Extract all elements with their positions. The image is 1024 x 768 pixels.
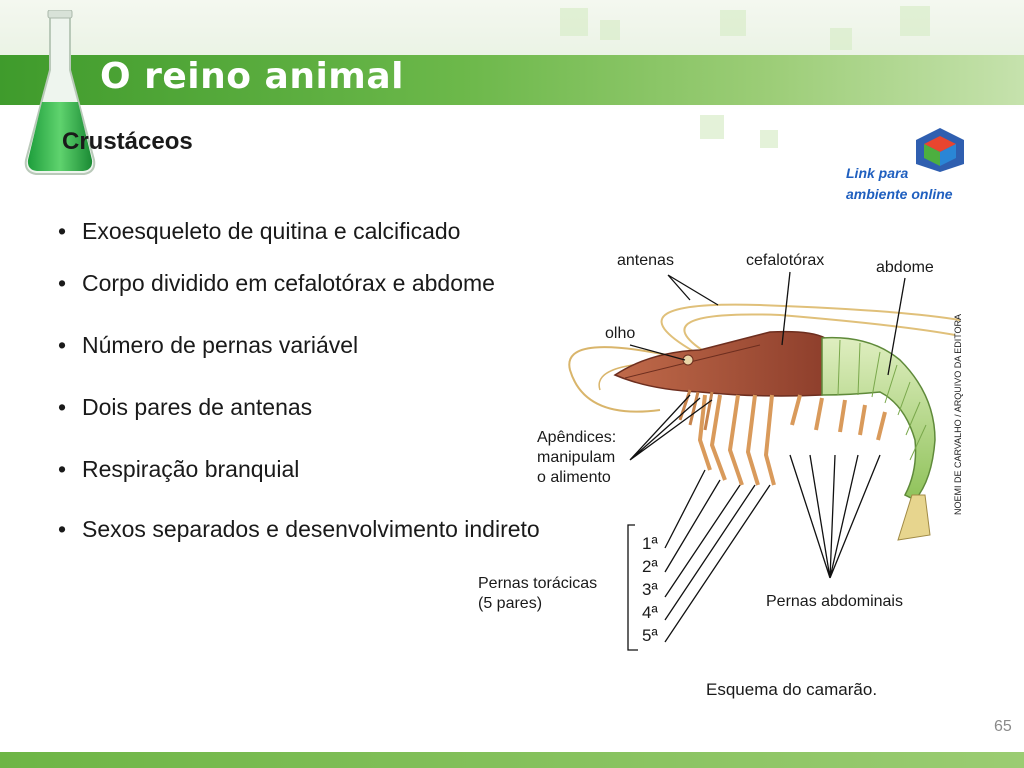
label-pernas-toracicas: Pernas torácicas (5 pares) — [478, 574, 597, 614]
label-pernas-abdominais: Pernas abdominais — [766, 593, 903, 610]
bullet-item: •Dois pares de antenas — [58, 394, 313, 420]
title-bar — [0, 55, 1024, 105]
label-apendices-line2: manipulam — [537, 449, 616, 466]
bullet-item: •Respiração branquial — [58, 456, 300, 482]
footer-bar — [0, 752, 1024, 768]
image-credit: NOEMI DE CARVALHO / ARQUIVO DA EDITORA — [953, 313, 963, 515]
decor-square — [720, 10, 746, 36]
ordinal-label: 5ª — [642, 626, 658, 645]
bullet-item: •Sexos separados e desenvolvimento indir… — [58, 516, 540, 542]
figure-caption: Esquema do camarão. — [706, 680, 878, 699]
online-link-line1[interactable]: Link para — [846, 165, 909, 181]
label-antenas: antenas — [617, 252, 674, 269]
label-abdome: abdome — [876, 259, 934, 276]
label-olho: olho — [605, 325, 636, 342]
label-apendices-line1: Apêndices: — [537, 429, 617, 446]
section-subtitle: Crustáceos — [62, 128, 193, 155]
flask-icon — [24, 10, 96, 175]
bullet-item: •Número de pernas variável — [58, 332, 359, 358]
bullet-item: •Corpo dividido em cefalotórax e abdome — [58, 270, 495, 296]
online-link[interactable]: Link para ambiente online — [846, 163, 953, 205]
page-number: 65 — [994, 718, 1012, 735]
cube-icon[interactable] — [914, 126, 966, 174]
page-title: O reino animal — [100, 56, 404, 97]
decor-square — [560, 8, 588, 36]
decor-square — [900, 6, 930, 36]
decor-square — [830, 28, 852, 50]
online-link-line2[interactable]: ambiente online — [846, 186, 953, 202]
decor-square — [760, 130, 778, 148]
decor-square — [600, 20, 620, 40]
bullet-item: •Exoesqueleto de quitina e calcificado — [58, 218, 461, 244]
label-toracicas-line2: (5 pares) — [478, 595, 543, 612]
label-apendices: Apêndices: manipulam o alimento — [537, 428, 616, 488]
label-apendices-line3: o alimento — [537, 469, 611, 486]
ordinal-label: 2ª — [642, 557, 658, 576]
ordinal-label: 4ª — [642, 603, 658, 622]
label-cefalotorax: cefalotórax — [746, 252, 825, 269]
decor-square — [700, 115, 724, 139]
ordinal-label: 3ª — [642, 580, 658, 599]
ordinal-label: 1ª — [642, 534, 658, 553]
label-toracicas-line1: Pernas torácicas — [478, 575, 598, 592]
